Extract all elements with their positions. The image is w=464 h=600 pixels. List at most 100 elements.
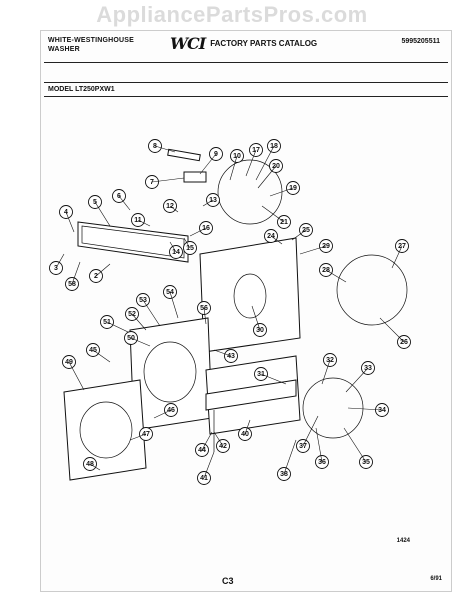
leader-line-13 bbox=[202, 199, 214, 207]
product-type: WASHER bbox=[48, 46, 80, 53]
leader-line-3 bbox=[55, 253, 65, 269]
leader-line-35 bbox=[343, 427, 367, 463]
callout-number: 37 bbox=[299, 443, 307, 450]
callout-number: 14 bbox=[172, 249, 180, 256]
callout-number: 9 bbox=[214, 151, 218, 158]
leader-line-11 bbox=[137, 219, 151, 227]
leader-line-10 bbox=[229, 155, 238, 181]
callout-number: 44 bbox=[198, 447, 206, 454]
control-panel-inner bbox=[81, 225, 185, 259]
leader-line-15 bbox=[183, 237, 191, 249]
leader-line-58 bbox=[71, 261, 81, 285]
leader-line-30 bbox=[251, 305, 261, 331]
leader-line-25 bbox=[291, 229, 307, 241]
control-panel bbox=[77, 221, 189, 263]
callout-number: 50 bbox=[127, 335, 135, 342]
leader-line-29 bbox=[299, 245, 327, 255]
leader-line-17 bbox=[245, 149, 257, 177]
callout-number: 3 bbox=[54, 265, 58, 272]
leader-line-43 bbox=[213, 349, 232, 357]
leader-line-48 bbox=[89, 463, 101, 471]
callout-number: 41 bbox=[200, 475, 208, 482]
callout-number: 15 bbox=[186, 245, 194, 252]
callout-number: 21 bbox=[280, 219, 288, 226]
leader-line-34 bbox=[347, 407, 383, 411]
leader-line-32 bbox=[321, 359, 331, 385]
leader-line-24 bbox=[270, 235, 283, 245]
model-rule-top bbox=[44, 82, 448, 83]
callout-number: 40 bbox=[241, 431, 249, 438]
drawing-number: 1424 bbox=[396, 538, 410, 544]
leader-line-51 bbox=[106, 321, 129, 333]
leader-line-19 bbox=[269, 187, 294, 197]
callout-number: 43 bbox=[227, 353, 235, 360]
catalog-number: 5995205511 bbox=[401, 38, 440, 45]
leader-line-50 bbox=[130, 337, 151, 347]
watermark-text: AppliancePartsPros.com bbox=[96, 2, 368, 27]
leader-line-9 bbox=[199, 153, 217, 175]
leader-line-52 bbox=[131, 313, 147, 331]
leader-line-21 bbox=[261, 205, 285, 223]
leader-line-45 bbox=[92, 349, 111, 363]
leader-line-2 bbox=[95, 263, 111, 277]
leader-line-16 bbox=[189, 227, 207, 237]
wci-logo: WCI bbox=[170, 34, 206, 53]
leader-line-28 bbox=[325, 269, 347, 283]
callout-number: 16 bbox=[202, 225, 210, 232]
model-rule-bottom bbox=[44, 96, 448, 97]
leader-line-38 bbox=[283, 439, 297, 475]
callout-number: 31 bbox=[257, 371, 265, 378]
leader-line-12 bbox=[169, 205, 179, 213]
callout-number: 12 bbox=[166, 203, 174, 210]
detail-circle-right bbox=[336, 254, 408, 326]
callout-number: 20 bbox=[272, 163, 280, 170]
door-panel bbox=[63, 379, 147, 481]
part-switch bbox=[183, 171, 207, 183]
callout-number: 58 bbox=[68, 281, 76, 288]
callout-number: 45 bbox=[89, 347, 97, 354]
callout-number: 19 bbox=[289, 185, 297, 192]
callout-number: 48 bbox=[86, 461, 94, 468]
callout-number: 51 bbox=[103, 319, 111, 326]
leader-line-18 bbox=[255, 145, 275, 181]
callout-number: 47 bbox=[142, 431, 150, 438]
leader-line-54 bbox=[169, 291, 179, 319]
header-rule bbox=[44, 62, 448, 63]
leader-line-20 bbox=[257, 165, 277, 189]
callout-number: 42 bbox=[219, 443, 227, 450]
door-window bbox=[79, 401, 133, 459]
leader-line-31 bbox=[260, 373, 287, 385]
callout-number: 33 bbox=[364, 365, 372, 372]
leader-line-44 bbox=[201, 431, 213, 451]
callout-number: 24 bbox=[267, 233, 275, 240]
leader-line-37 bbox=[302, 415, 319, 447]
callout-number: 35 bbox=[362, 459, 370, 466]
page-code: C3 bbox=[222, 576, 234, 586]
callout-number: 25 bbox=[302, 227, 310, 234]
brand-block: WHITE-WESTINGHOUSE WASHER bbox=[48, 36, 134, 54]
leader-line-36 bbox=[315, 427, 323, 463]
catalog-header: WCI FACTORY PARTS CATALOG bbox=[170, 34, 317, 53]
front-frame-opening bbox=[143, 341, 197, 403]
model-label: MODEL LT250PXW1 bbox=[48, 86, 115, 93]
leader-line-40 bbox=[244, 419, 251, 435]
callout-number: 30 bbox=[256, 327, 264, 334]
leader-line-49 bbox=[68, 361, 85, 391]
callout-number: 28 bbox=[322, 267, 330, 274]
callout-number: 8 bbox=[153, 143, 157, 150]
leader-line-5 bbox=[94, 201, 111, 227]
callout-number: 2 bbox=[94, 273, 98, 280]
leader-line-46 bbox=[153, 409, 172, 419]
leader-line-14 bbox=[169, 241, 177, 253]
leader-line-26 bbox=[379, 317, 405, 343]
date-code: 6/91 bbox=[430, 576, 442, 582]
callout-12: 12 bbox=[163, 199, 177, 213]
leader-line-6 bbox=[118, 195, 131, 211]
callout-number: 7 bbox=[150, 179, 154, 186]
callout-number: 26 bbox=[400, 339, 408, 346]
callout-number: 29 bbox=[322, 243, 330, 250]
callout-number: 46 bbox=[167, 407, 175, 414]
leader-lines bbox=[55, 145, 405, 479]
part-hose bbox=[167, 148, 201, 162]
